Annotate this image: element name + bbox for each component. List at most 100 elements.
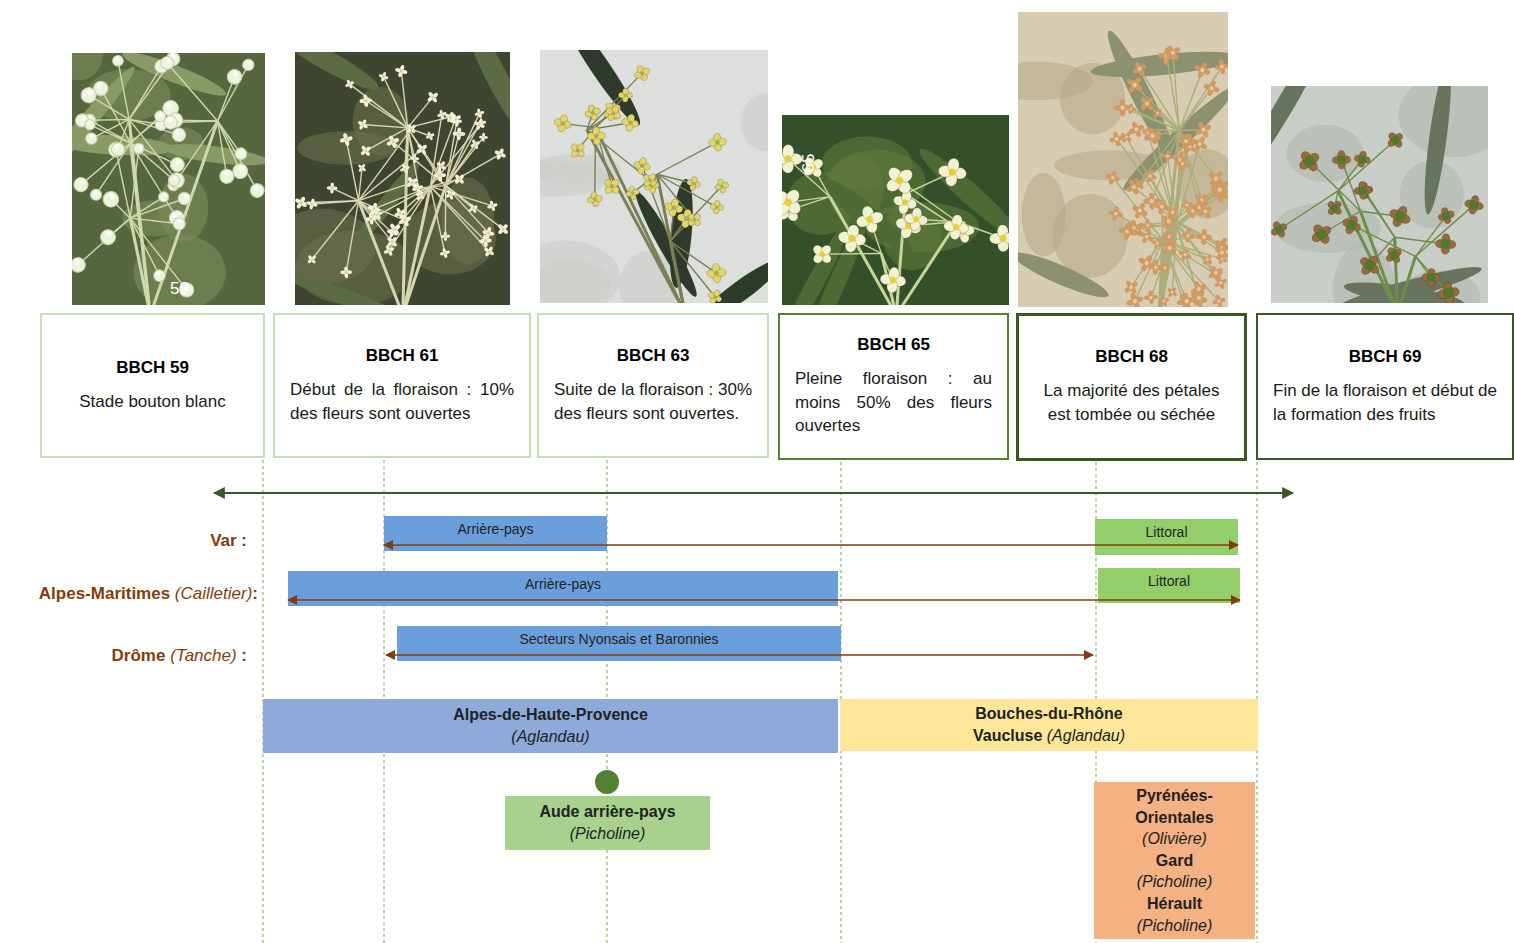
branch <box>1338 191 1398 303</box>
stage-description: Pleine floraison : au moins 50% des fleu… <box>795 367 992 438</box>
text-run: Arrière-pays <box>457 521 533 537</box>
flower-centre <box>420 147 424 151</box>
pedicel <box>130 143 173 180</box>
text-run: (Picholine) <box>1137 871 1213 893</box>
flower-centre <box>1218 281 1222 285</box>
range-connector <box>288 599 1240 601</box>
pedicel <box>346 139 358 200</box>
region-name: Alpes-de-Haute-Provence <box>453 704 648 726</box>
flower <box>1123 176 1145 198</box>
flower-centre <box>1132 82 1138 88</box>
flower <box>1141 125 1163 147</box>
flower-bud <box>172 128 186 142</box>
flower-centre <box>1110 175 1115 180</box>
flower-petal <box>458 174 465 181</box>
young-fruit <box>1388 249 1400 261</box>
flower-centre <box>444 235 447 238</box>
flower-petal <box>311 255 317 261</box>
flower-centre <box>1144 101 1150 107</box>
stage-box: BBCH 65 Pleine floraison : au moins 50% d… <box>778 313 1009 460</box>
flower <box>1206 263 1227 284</box>
flower <box>603 102 625 124</box>
flower <box>158 191 170 203</box>
text-run: : <box>252 584 258 603</box>
pedicel <box>218 121 227 176</box>
olive-flower-photo <box>540 50 768 303</box>
flower-centre <box>418 194 421 197</box>
photo-blur <box>540 161 608 196</box>
pedicel <box>78 218 130 265</box>
text-run: Littoral <box>1148 573 1190 589</box>
stage-code: BBCH 61 <box>290 346 514 366</box>
flower-centre <box>439 164 443 168</box>
flower <box>377 70 390 83</box>
young-fruit <box>1314 227 1329 242</box>
flower <box>1161 41 1184 64</box>
flower-centre <box>1166 218 1172 224</box>
flower <box>1158 236 1181 259</box>
young-fruit <box>1442 287 1455 300</box>
pedicel <box>1151 224 1177 298</box>
flower-bud <box>249 182 265 198</box>
text-run: Pyrénées-Orientales <box>1135 787 1213 826</box>
flower-centre <box>482 136 484 138</box>
bud-highlight <box>174 130 180 136</box>
young-fruit <box>1329 202 1340 213</box>
flower <box>98 227 119 248</box>
pedicel <box>670 186 721 241</box>
flower <box>1422 268 1441 287</box>
stage-dot <box>595 770 619 794</box>
flower <box>481 244 496 259</box>
flower-petal <box>440 161 446 167</box>
pedicel <box>408 128 451 195</box>
flower-centre <box>1144 234 1149 239</box>
flower <box>481 226 495 240</box>
flower-centre <box>1167 245 1173 251</box>
flower <box>1199 251 1215 267</box>
text-run: BBCH 65 <box>857 335 930 354</box>
flower <box>625 185 641 201</box>
flower <box>326 182 338 194</box>
flower <box>355 117 370 132</box>
bud-highlight <box>175 158 182 165</box>
flower-centre <box>403 218 407 222</box>
flower <box>305 252 319 266</box>
flower <box>112 54 125 67</box>
flower-centre <box>1156 111 1160 115</box>
flower-centre <box>593 197 597 201</box>
flower-centre <box>1137 66 1142 71</box>
flower <box>424 89 441 106</box>
flower <box>72 255 88 275</box>
flower <box>384 233 401 250</box>
flower-bud <box>88 187 104 203</box>
flower <box>1176 246 1194 264</box>
flower-centre <box>1184 298 1189 303</box>
flower <box>83 130 99 146</box>
bud-highlight <box>155 270 161 276</box>
flower-centre <box>1181 148 1185 152</box>
bud-highlight <box>87 120 93 126</box>
olive-leaf <box>119 53 229 102</box>
flower-centre <box>472 207 475 210</box>
flower-centre <box>1124 135 1128 139</box>
flower <box>1191 59 1213 81</box>
pedicel <box>670 241 715 297</box>
text-run: (Aglandau) <box>1047 727 1125 744</box>
flower-centre <box>1150 133 1156 139</box>
bud-highlight <box>176 218 183 225</box>
flower-bud <box>72 255 88 275</box>
flower-centre <box>299 200 304 205</box>
bud-highlight <box>222 169 230 177</box>
pedicel <box>657 174 694 220</box>
flower <box>713 178 730 195</box>
pedicel <box>91 119 129 138</box>
flower-centre <box>1162 299 1166 303</box>
flower <box>486 199 499 212</box>
flower <box>600 98 626 124</box>
flower <box>1353 181 1373 201</box>
flower <box>1172 154 1192 174</box>
flower <box>440 231 450 241</box>
pedicel <box>218 121 258 190</box>
pedicel <box>446 186 489 233</box>
flower <box>618 88 632 102</box>
